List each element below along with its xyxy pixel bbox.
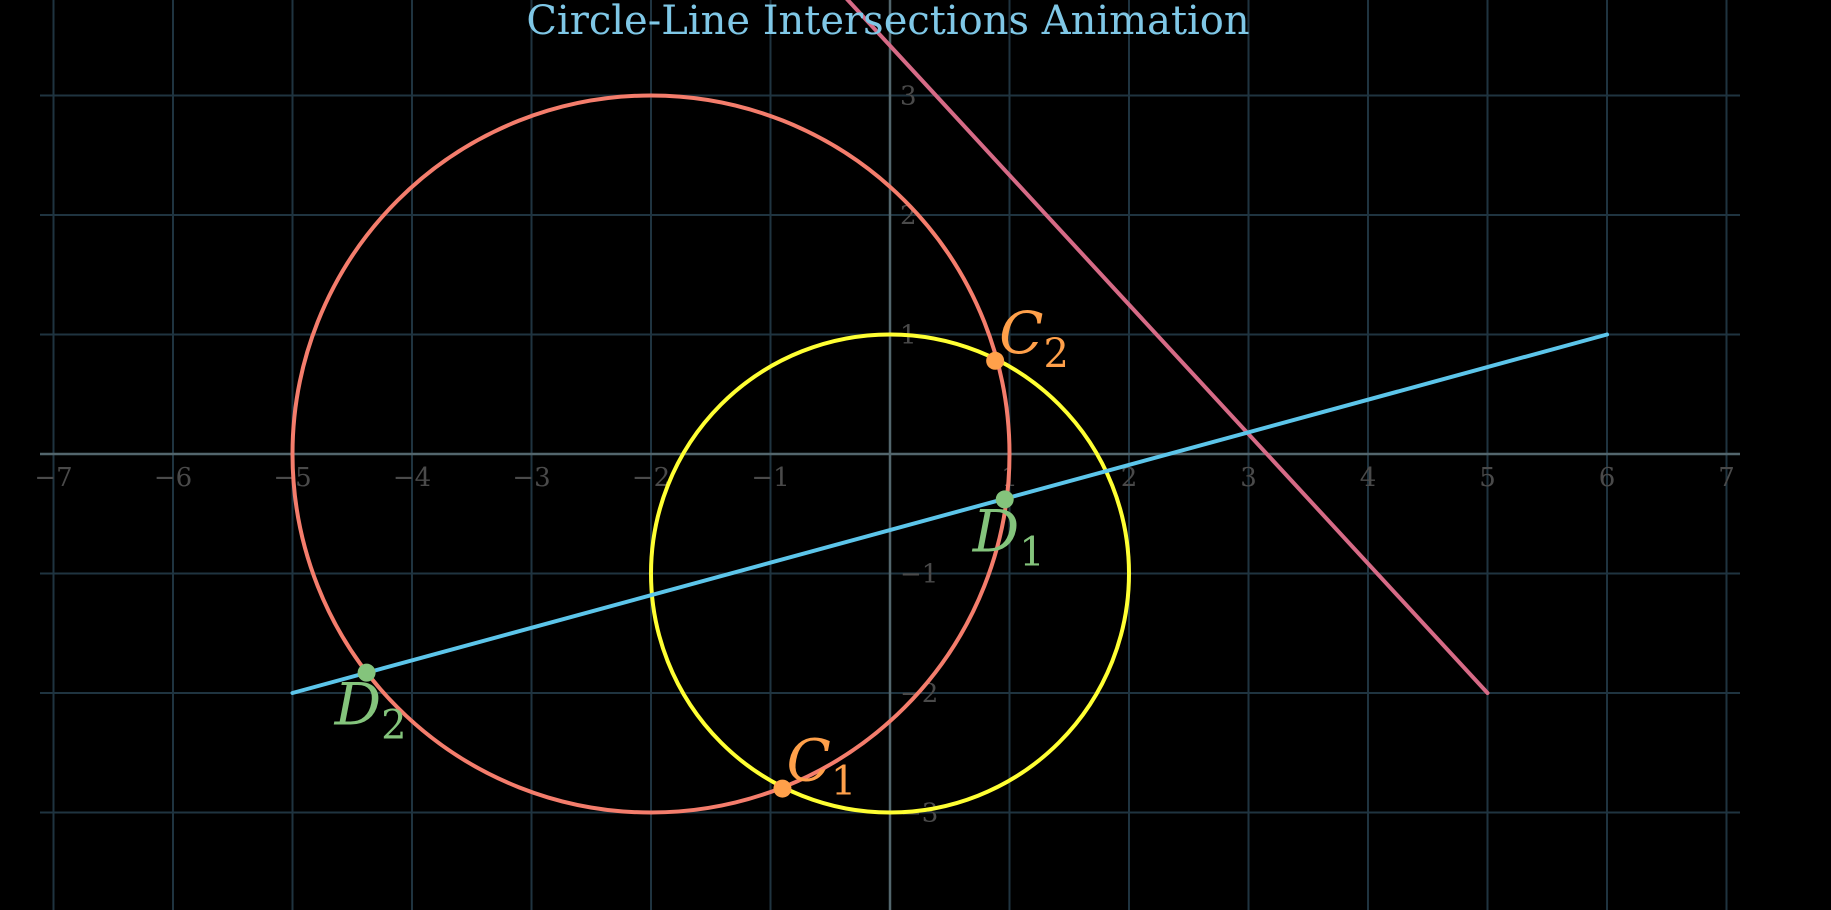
x-tick-label: 4: [1360, 463, 1377, 493]
shapes: [290, 0, 1609, 815]
diagram-title: Circle-Line Intersections Animation: [526, 0, 1249, 44]
point-d1: [995, 490, 1014, 509]
x-tick-label: 3: [1240, 463, 1257, 493]
line-c: [845, 0, 1490, 695]
point-c2-label: C2: [999, 299, 1069, 377]
point-d2: [357, 663, 376, 682]
circle-d: [649, 332, 1131, 815]
x-tick-label: −1: [751, 463, 789, 493]
x-tick-label: 2: [1121, 463, 1138, 493]
point-c1-label: C1: [786, 727, 856, 805]
x-tick-label: −4: [393, 463, 431, 493]
circle-c: [290, 93, 1012, 815]
x-tick-label: 6: [1599, 463, 1616, 493]
x-tick-label: 7: [1718, 463, 1735, 493]
x-tick-label: −6: [154, 463, 192, 493]
axes: [40, 0, 1740, 910]
x-tick-label: −7: [34, 463, 72, 493]
y-tick-label: −1: [900, 560, 938, 590]
x-tick-label: −2: [632, 463, 670, 493]
point-c1: [773, 779, 792, 798]
point-d2-label: D2: [334, 671, 407, 749]
point-c2: [986, 351, 1005, 370]
y-tick-label: 3: [900, 82, 917, 112]
x-tick-label: −3: [512, 463, 550, 493]
x-tick-label: 5: [1479, 463, 1496, 493]
point-d1-label: D1: [972, 497, 1045, 575]
line-d: [290, 332, 1609, 695]
